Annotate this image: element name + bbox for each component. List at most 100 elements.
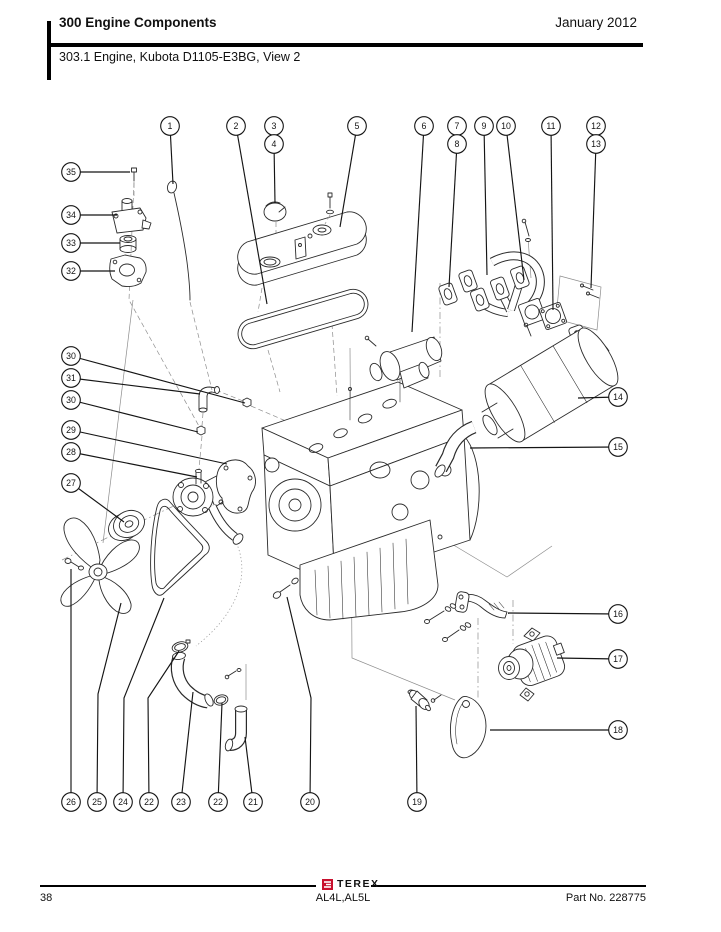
terex-logo-icon — [322, 878, 333, 890]
part-bypass-hose — [224, 668, 248, 752]
svg-text:12: 12 — [591, 121, 601, 131]
part-studs — [580, 283, 600, 299]
svg-text:28: 28 — [66, 447, 76, 457]
engine-illustration — [60, 167, 619, 759]
callout-14: 14 — [577, 387, 628, 407]
callout-1: 1 — [160, 116, 180, 185]
part-manifold-gaskets — [438, 269, 478, 306]
part-elbow-fitting — [198, 386, 220, 413]
callout-11: 11 — [541, 116, 561, 311]
callout-7: 7 — [447, 116, 467, 136]
issue-date: January 2012 — [555, 15, 637, 30]
callout-28: 28 — [61, 442, 198, 478]
model-code: AL4L,AL5L — [315, 892, 371, 904]
svg-text:24: 24 — [118, 797, 128, 807]
svg-text:4: 4 — [272, 139, 277, 149]
callout-26: 26 — [61, 569, 81, 812]
callout-33: 33 — [61, 233, 120, 253]
part-muffler — [481, 327, 619, 443]
header-rule — [47, 43, 643, 47]
callout-32: 32 — [61, 261, 115, 281]
part-adjust-bracket — [454, 591, 508, 619]
part-thermostat — [119, 235, 137, 253]
page-edge-bar — [47, 21, 51, 80]
svg-text:20: 20 — [305, 797, 315, 807]
part-fitting-nuts — [196, 397, 252, 436]
svg-text:1: 1 — [168, 121, 173, 131]
callout-18: 18 — [490, 720, 628, 740]
part-flange-gasket — [539, 302, 567, 330]
callout-5: 5 — [339, 116, 367, 228]
svg-text:32: 32 — [66, 266, 76, 276]
callout-19: 19 — [407, 705, 427, 812]
callout-17: 17 — [556, 649, 628, 669]
svg-text:30: 30 — [66, 351, 76, 361]
callout-16: 16 — [507, 604, 628, 624]
svg-text:22: 22 — [213, 797, 223, 807]
part-bracket-bolts — [424, 603, 472, 642]
callout-4: 4 — [264, 134, 284, 204]
brand-name: TEREX — [337, 878, 380, 890]
svg-text:11: 11 — [546, 121, 555, 131]
callout-10: 10 — [496, 116, 525, 281]
svg-text:10: 10 — [501, 121, 511, 131]
footer-rule-right — [371, 885, 646, 887]
part-v-belt — [150, 498, 210, 596]
part-fan-pulley — [108, 509, 145, 542]
part-starter-motor — [364, 335, 443, 389]
callout-9: 9 — [474, 116, 494, 276]
callout-2: 2 — [226, 116, 268, 305]
part-valve-cover-gasket — [237, 288, 369, 350]
section-title: 300 Engine Components — [59, 15, 217, 30]
part-fan — [60, 517, 140, 614]
callout-34: 34 — [61, 205, 117, 225]
callout-21: 21 — [243, 736, 263, 812]
part-drain-bolt — [272, 577, 299, 599]
part-hose-clamp-lower — [213, 694, 229, 706]
callout-27: 27 — [61, 473, 125, 523]
svg-text:34: 34 — [66, 210, 76, 220]
callout-35: 35 — [61, 162, 130, 182]
svg-text:14: 14 — [613, 392, 623, 402]
callout-12: 12 — [586, 116, 606, 136]
callout-15: 15 — [469, 437, 628, 457]
svg-text:5: 5 — [355, 121, 360, 131]
part-alternator — [498, 627, 566, 702]
part-bolt-35 — [131, 167, 137, 196]
svg-text:35: 35 — [66, 167, 76, 177]
part-oil-pan — [299, 519, 439, 621]
svg-text:3: 3 — [272, 121, 277, 131]
callout-8: 8 — [447, 134, 467, 288]
callout-22: 22 — [139, 650, 180, 812]
callout-6: 6 — [411, 116, 434, 333]
svg-text:15: 15 — [613, 442, 623, 452]
svg-text:26: 26 — [66, 797, 76, 807]
footer-rule-left — [40, 885, 316, 887]
part-exhaust-elbow — [434, 420, 477, 478]
callout-24: 24 — [113, 597, 165, 812]
part-pump-gasket — [215, 459, 256, 514]
part-dipstick — [166, 180, 191, 301]
callout-30: 30 — [61, 346, 246, 404]
part-valve-cover — [237, 192, 367, 286]
part-fan-bolt — [64, 558, 84, 571]
part-radiator-hose — [170, 651, 214, 709]
svg-text:2: 2 — [234, 121, 239, 131]
svg-text:31: 31 — [66, 373, 76, 383]
callout-22: 22 — [208, 702, 228, 812]
callout-30: 30 — [61, 390, 199, 433]
part-exhaust-manifold — [470, 218, 546, 337]
callout-23: 23 — [171, 691, 194, 812]
svg-text:9: 9 — [482, 121, 487, 131]
part-thermostat-housing — [111, 198, 152, 234]
svg-text:21: 21 — [248, 797, 258, 807]
callout-29: 29 — [61, 420, 228, 465]
callout-31: 31 — [61, 368, 201, 395]
svg-text:33: 33 — [66, 238, 76, 248]
part-thermostat-cover — [109, 254, 147, 288]
svg-text:7: 7 — [455, 121, 460, 131]
footer-row: 38 AL4L,AL5L Part No. 228775 — [40, 892, 646, 904]
view-subtitle: 303.1 Engine, Kubota D1105-E3BG, View 2 — [59, 50, 301, 64]
svg-text:29: 29 — [66, 425, 76, 435]
